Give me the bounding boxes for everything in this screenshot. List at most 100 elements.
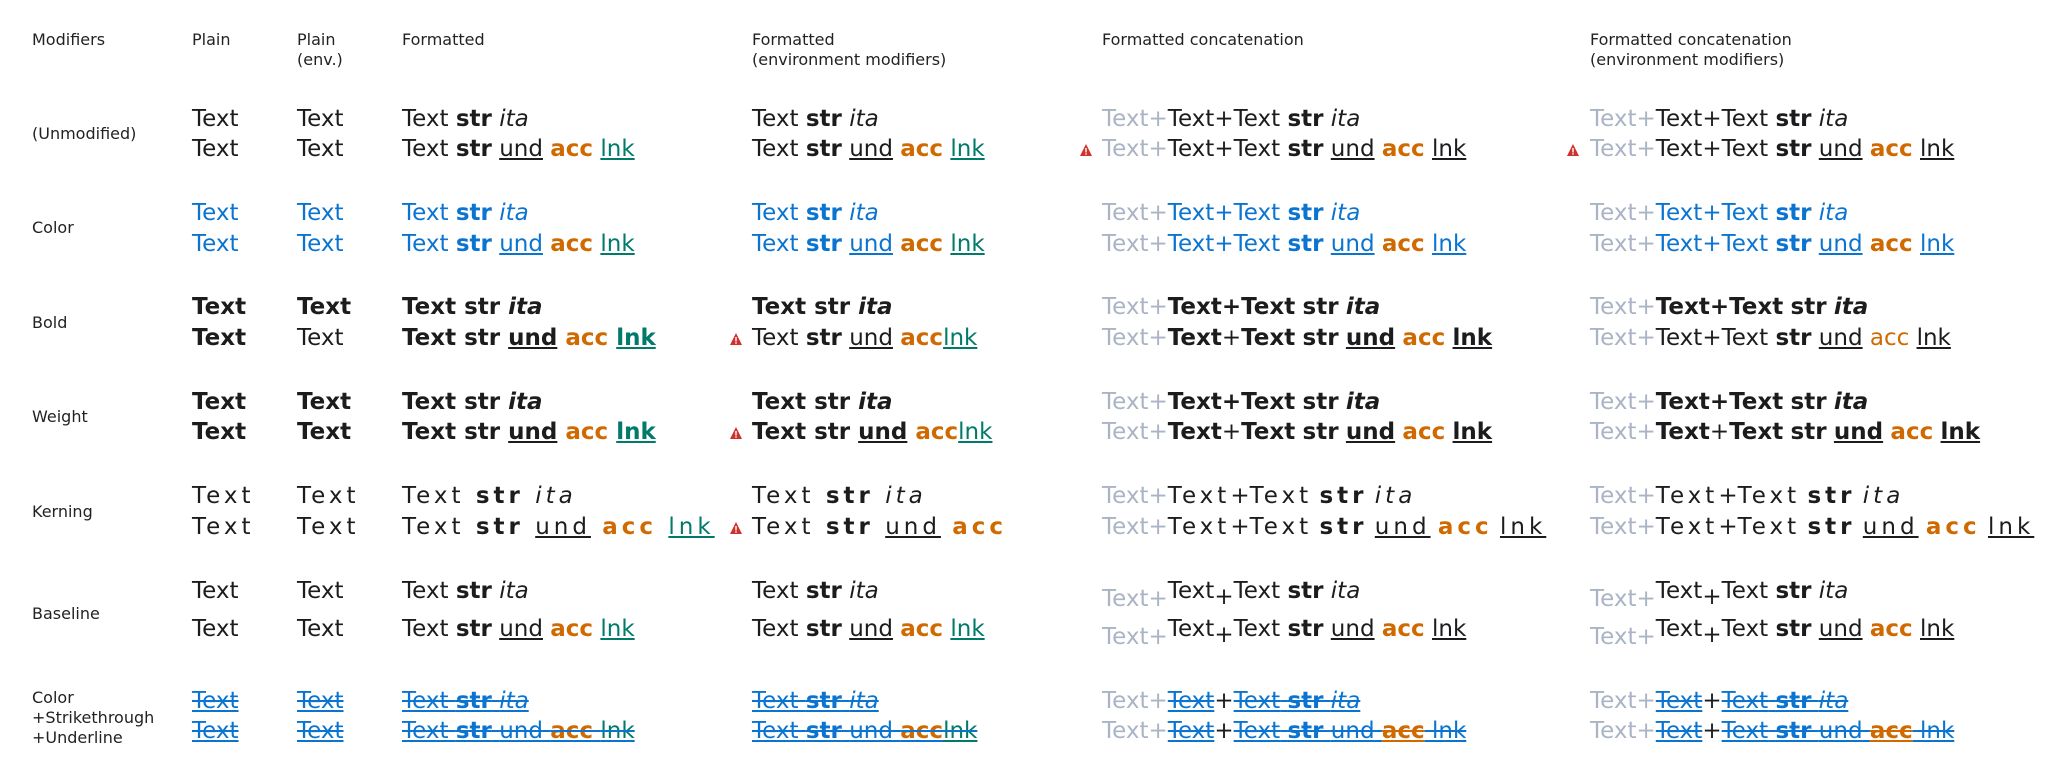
link-lnk[interactable]: lnk: [950, 616, 985, 642]
word-text-plus: Text+: [1102, 514, 1168, 540]
word-acc: acc: [550, 231, 594, 257]
word-und: und: [1330, 231, 1375, 257]
link-lnk[interactable]: lnk: [1431, 718, 1467, 744]
concat-env-line2: Text+Text+Text str und acc lnk: [1590, 229, 1954, 259]
word-str: str: [1287, 231, 1324, 257]
word-und: und: [499, 718, 543, 744]
word-text: Text: [402, 514, 465, 540]
word-text: Text: [402, 419, 457, 445]
formatted-line2: Text str und acc lnk: [402, 134, 635, 164]
concat-line1: Text+Text+Text str ita: [1102, 198, 1360, 228]
word-plus: +: [1214, 584, 1234, 610]
link-lnk[interactable]: lnk: [1919, 718, 1955, 744]
concat-env-line2: Text+Text+Text str und acc lnk: [1590, 614, 1955, 650]
word-ita: ita: [849, 106, 879, 132]
word-ita: ita: [1818, 578, 1849, 604]
plain-env-text: Text: [297, 417, 351, 447]
link-lnk[interactable]: lnk: [1452, 325, 1493, 351]
formatted-line2: Text str und acc lnk: [402, 716, 635, 746]
word-text-plus: Text+: [1590, 624, 1656, 650]
plain-env-text: Text: [297, 134, 344, 164]
word-text-plus: Text+: [1102, 688, 1168, 714]
link-lnk[interactable]: lnk: [1987, 514, 2035, 540]
word-und: und: [1818, 136, 1863, 162]
word-acc: acc: [1402, 419, 1446, 445]
link-lnk[interactable]: lnk: [1940, 419, 1981, 445]
link-lnk[interactable]: lnk: [1431, 136, 1467, 162]
word-text: Text: [1655, 231, 1703, 257]
link-lnk[interactable]: lnk: [950, 231, 985, 257]
link-lnk[interactable]: lnk: [1919, 136, 1955, 162]
word-text-plus: Text+: [1590, 514, 1656, 540]
word-und: und: [499, 616, 543, 642]
word-plus: +: [1214, 200, 1234, 226]
link-lnk[interactable]: lnk: [600, 718, 635, 744]
link-lnk[interactable]: lnk: [616, 325, 656, 351]
link-lnk[interactable]: lnk: [668, 514, 715, 540]
word-text: Text: [192, 389, 247, 415]
link-lnk[interactable]: lnk: [600, 616, 635, 642]
link-lnk[interactable]: lnk: [1431, 231, 1467, 257]
word-und: und: [1818, 325, 1863, 351]
row-label-cs-line3: +Underline: [32, 728, 123, 747]
header-concat: Formatted concatenation: [1102, 30, 1304, 49]
link-lnk[interactable]: lnk: [958, 419, 993, 445]
link-lnk[interactable]: lnk: [943, 325, 978, 351]
concat-line2: Text+Text+Text str und acc lnk: [1102, 512, 1546, 542]
link-lnk[interactable]: lnk: [1919, 231, 1955, 257]
word-text: Text: [1167, 294, 1222, 320]
word-text: Text: [192, 200, 239, 226]
word-text: Text: [1655, 483, 1719, 509]
word-acc: acc: [915, 419, 959, 445]
link-lnk[interactable]: lnk: [950, 136, 985, 162]
word-ita: ita: [1330, 688, 1361, 714]
link-lnk[interactable]: lnk: [616, 419, 656, 445]
word-acc: acc: [1437, 514, 1493, 540]
word-text: Text: [752, 106, 799, 132]
concat-line2: Text+Text+Text str und acc lnk: [1102, 614, 1467, 650]
word-ita: ita: [1345, 389, 1381, 415]
word-text: Text: [752, 294, 807, 320]
word-text: Text: [297, 325, 344, 351]
word-text-plus: Text+: [1590, 419, 1656, 445]
word-acc: acc: [565, 419, 609, 445]
link-lnk[interactable]: lnk: [600, 231, 635, 257]
word-text: Text: [752, 483, 815, 509]
row-label-cs-line2: +Strikethrough: [32, 708, 155, 727]
word-text: Text: [192, 688, 239, 714]
word-text: Text: [297, 294, 352, 320]
word-plus: +: [1221, 325, 1242, 351]
word-text-plus: Text+: [1590, 483, 1656, 509]
formatted-env-line1: Text str ita: [752, 198, 879, 228]
word-str: str: [455, 718, 492, 744]
word-str: str: [1790, 419, 1827, 445]
link-lnk[interactable]: lnk: [1916, 325, 1951, 351]
plain-env-text: Text: [297, 229, 344, 259]
link-lnk[interactable]: lnk: [1919, 616, 1955, 642]
word-text: Text: [402, 325, 457, 351]
link-lnk[interactable]: lnk: [1431, 616, 1467, 642]
word-text: Text: [1233, 616, 1281, 642]
concat-env-line2: Text+Text+Text str und acc lnk: [1590, 716, 1954, 746]
word-ita: ita: [1818, 106, 1849, 132]
word-text: Text: [1721, 231, 1769, 257]
word-text: Text: [1655, 200, 1703, 226]
link-lnk[interactable]: lnk: [1452, 419, 1493, 445]
link-lnk[interactable]: lnk: [943, 718, 978, 744]
word-acc: acc: [900, 616, 944, 642]
link-lnk[interactable]: lnk: [600, 136, 635, 162]
word-ita: ita: [1374, 483, 1417, 509]
plain-env-text: Text: [297, 576, 344, 606]
word-str: str: [1287, 616, 1324, 642]
word-text-plus: Text+: [1590, 294, 1656, 320]
word-text-plus: Text+: [1590, 106, 1656, 132]
header-concat-env: Formatted concatenation (environment mod…: [1590, 30, 1792, 70]
word-plus: +: [1214, 688, 1234, 714]
word-plus: +: [1702, 200, 1722, 226]
word-acc: acc: [1869, 616, 1913, 642]
word-text: Text: [752, 514, 815, 540]
word-str: str: [1287, 718, 1324, 744]
word-text: Text: [1721, 718, 1769, 744]
link-lnk[interactable]: lnk: [1499, 514, 1547, 540]
word-ita: ita: [849, 200, 879, 226]
